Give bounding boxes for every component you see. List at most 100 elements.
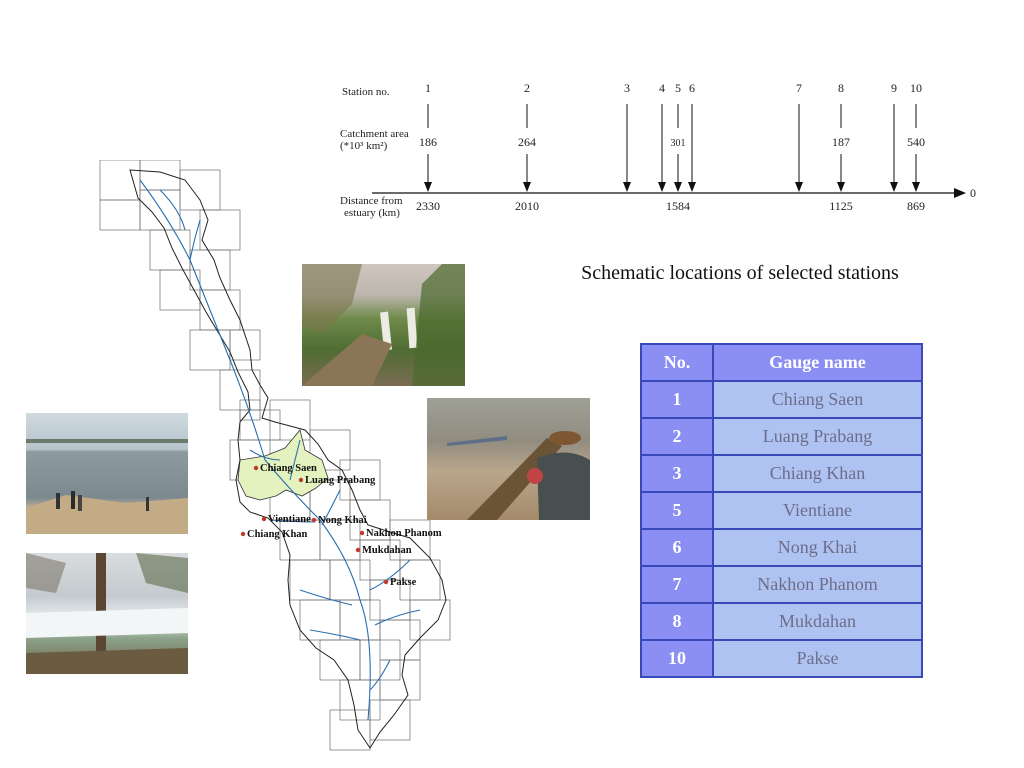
subbasin-grid-cell [99,199,141,231]
station-arrowhead [523,182,531,192]
river-people-photo [26,413,188,534]
gauge-name: Mukdahan [712,602,923,641]
distance-value: 1125 [829,199,853,213]
station-dot [383,579,389,585]
map-station-label: Pakse [390,577,417,588]
station-number: 8 [838,81,844,95]
station-number: 4 [659,81,665,95]
gauge-no: 3 [640,454,714,493]
map-station-label: Nakhon Phanom [366,528,442,539]
river-line [309,629,361,641]
subbasin-grid-cell [229,329,261,361]
subbasin-grid-cell [139,160,181,191]
subbasin-grid-cell [369,699,411,741]
station-number: 5 [675,81,681,95]
station-arrowhead [912,182,920,192]
subbasin-grid-cell [99,160,141,201]
river-line [189,219,201,261]
river-line [369,559,411,591]
station-no-label: Station no. [342,86,390,98]
distance-value: 2010 [515,199,539,213]
gauge-no: 2 [640,417,714,456]
subbasin-grid-cell [189,329,231,371]
station-number: 2 [524,81,530,95]
station-number: 1 [425,81,431,95]
gauge-name: Nakhon Phanom [712,565,923,604]
basin-outline [129,169,447,749]
river-line [321,489,341,526]
station-dot [261,516,267,522]
distance-value: 869 [907,199,925,213]
map-station-label: Luang Prabang [305,475,376,486]
river-line [139,179,371,721]
station-number: 7 [796,81,802,95]
station-arrowhead [674,182,682,192]
subbasin-grid-cell [139,189,181,231]
station-dot [359,530,365,536]
subbasin-grid-cell [319,639,361,681]
river-line [159,189,186,231]
station-number: 10 [910,81,922,95]
map-station-label: Nong Khai [318,515,367,526]
gauge-name: Nong Khai [712,528,923,567]
gauge-no: 5 [640,491,714,530]
subbasin-grid-cell [149,229,191,271]
riverbank-gauge-posts-photo [302,264,465,386]
upper-basin-highlight [237,429,329,501]
map-station-label: Chiang Khan [247,529,308,540]
header-no: No. [640,343,714,382]
river-line [249,449,281,461]
distance-value: 2330 [416,199,440,213]
subbasin-grid-cell [269,399,311,441]
subbasin-grid-cell [329,709,371,751]
subbasin-grid-cell [239,399,261,421]
subbasin-grid-cell [289,559,331,601]
station-number: 3 [624,81,630,95]
station-number: 6 [689,81,695,95]
schematic-caption: Schematic locations of selected stations [581,262,899,284]
river-line [299,589,353,606]
subbasin-grid-cell [309,429,351,471]
station-dot [355,547,361,553]
river-line [289,439,301,481]
catchment-label-line1: Catchment area [340,128,409,140]
station-arrowhead [424,182,432,192]
catchment-label-line2: (*10³ km²) [340,140,388,152]
gauge-name: Vientiane [712,491,923,530]
map-station-label: Mukdahan [362,545,412,556]
gauge-name: Chiang Khan [712,454,923,493]
gauge-no: 6 [640,528,714,567]
subbasin-grid-cell [199,289,241,331]
gauge-name: Chiang Saen [712,380,923,419]
station-arrowhead [837,182,845,192]
subbasin-grid-cell [179,169,221,211]
station-arrowhead [688,182,696,192]
catchment-area-value: 186 [419,135,437,149]
station-arrowhead [890,182,898,192]
distance-label-line2: estuary (km) [344,207,400,219]
river-line [269,519,316,523]
station-dot [311,517,317,523]
gauge-name: Pakse [712,639,923,678]
boat-man-photo [427,398,590,520]
distance-axis-arrowhead [954,188,966,198]
distance-label-line1: Distance from [340,195,403,207]
gauge-no: 10 [640,639,714,678]
catchment-area-value: 301 [671,138,686,149]
station-dot [298,477,304,483]
waterfall-photo [26,553,188,674]
subbasin-grid-cell [279,519,321,561]
header-gauge-name: Gauge name [712,343,923,382]
gauge-no: 7 [640,565,714,604]
river-line [374,609,421,626]
gauge-no: 1 [640,380,714,419]
